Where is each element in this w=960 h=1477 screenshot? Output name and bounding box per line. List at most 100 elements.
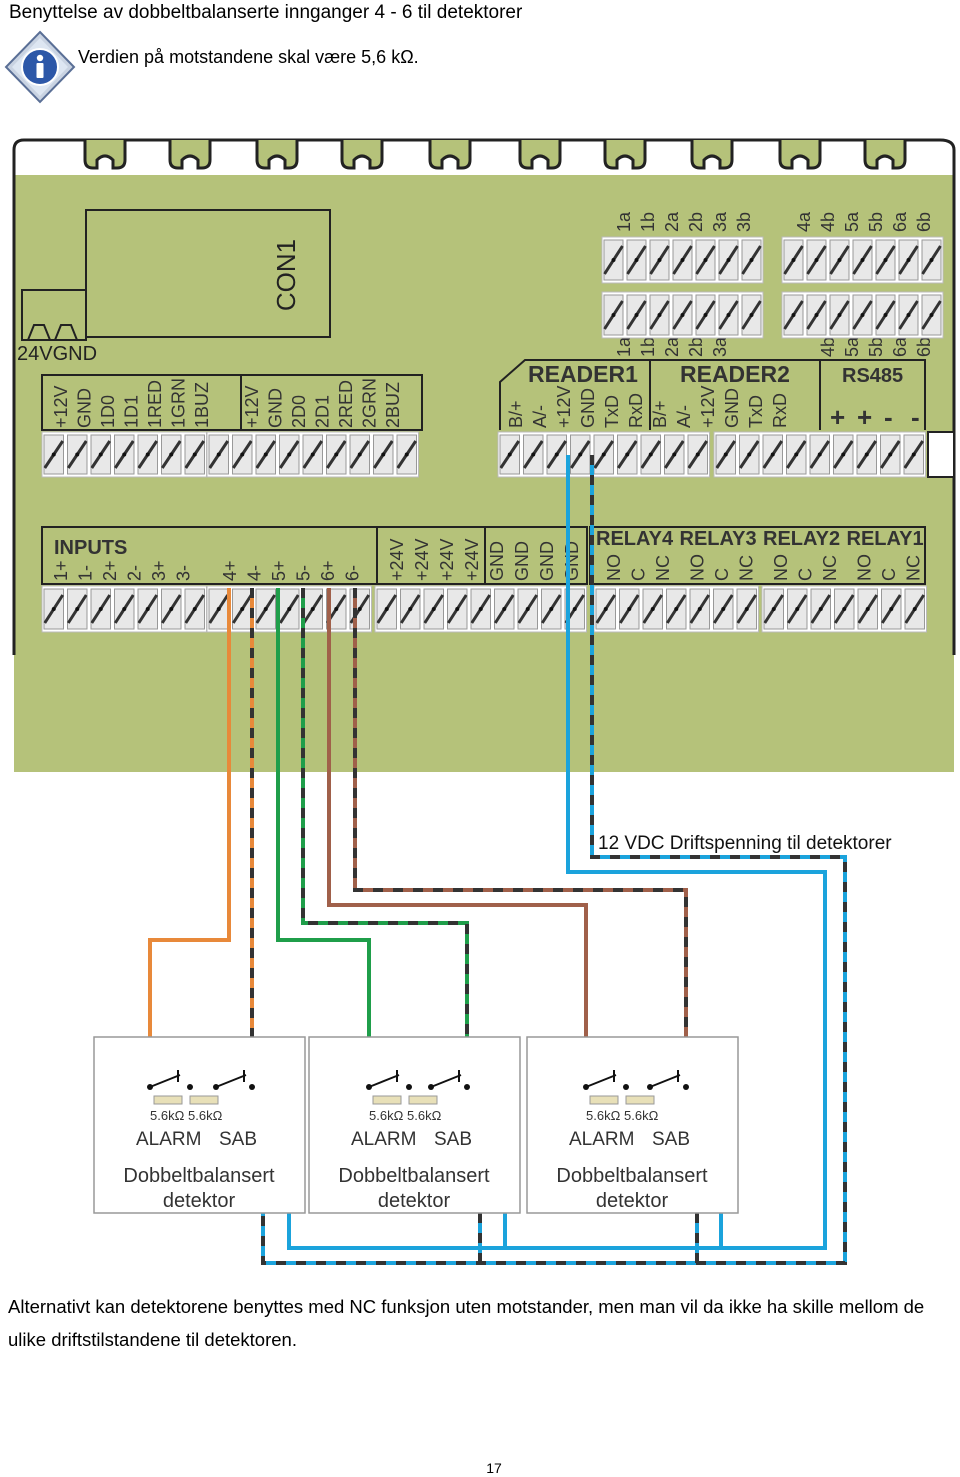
terminal-label: 1RED xyxy=(145,380,165,428)
io-block-2 xyxy=(781,236,944,284)
reader2-label: READER2 xyxy=(680,361,790,387)
relay-label: RELAY3 xyxy=(680,528,757,550)
resistor-1-label: 5.6kΩ xyxy=(369,1108,404,1123)
inputs-label: INPUTS xyxy=(54,537,127,559)
resistor-1-label: 5.6kΩ xyxy=(150,1108,185,1123)
page-title: Benyttelse av dobbeltbalanserte inngange… xyxy=(9,2,523,23)
connector-tab xyxy=(518,140,562,170)
terminal-label: +12V xyxy=(698,385,718,428)
supply-terminal-label: +24V xyxy=(387,538,407,581)
io-label: 2b xyxy=(686,337,706,357)
terminal-label: B/+ xyxy=(650,400,670,428)
relay-terminal-label: NO xyxy=(771,554,791,581)
terminal-label: 1D1 xyxy=(122,395,142,428)
detector-name-2: detektor xyxy=(163,1190,236,1212)
io-label: 3a xyxy=(710,336,730,357)
info-icon xyxy=(4,30,76,104)
page-number: 17 xyxy=(486,1460,502,1476)
terminal-label: - xyxy=(911,402,920,432)
con1-label: CON1 xyxy=(271,239,301,311)
reader-terminal-block-2 xyxy=(206,431,419,478)
relay-terminal-label: NC xyxy=(653,555,673,581)
terminal-label: 1GRN xyxy=(169,378,189,428)
rs485-label: RS485 xyxy=(842,365,903,387)
io-label: 6a xyxy=(890,211,910,232)
relay-terminal-label: C xyxy=(796,568,816,581)
terminal-label: 2RED xyxy=(336,380,356,428)
alarm-label: ALARM xyxy=(136,1129,201,1150)
input-5-plus-wire xyxy=(276,588,371,1087)
terminal-label: GND xyxy=(722,388,742,428)
relay-terminal-label: NC xyxy=(820,555,840,581)
terminal-label: 2BUZ xyxy=(383,382,403,428)
reader-terminal-block-1 xyxy=(41,431,207,478)
terminal-label: + xyxy=(830,402,845,432)
relay-terminal-label: C xyxy=(879,568,899,581)
sab-switch xyxy=(649,1070,681,1088)
io-label: 4b xyxy=(818,337,838,357)
terminal-label: B/+ xyxy=(506,400,526,428)
connector-tab xyxy=(340,140,384,170)
supply-terminal-label: GND xyxy=(487,541,507,581)
terminal-label: 2GRN xyxy=(360,378,380,428)
resistor-1-label: 5.6kΩ xyxy=(586,1108,621,1123)
terminal-label: GND xyxy=(578,388,598,428)
io-label: 5b xyxy=(866,337,886,357)
relay-terminal-label: NC xyxy=(737,555,757,581)
terminal-label: GND xyxy=(266,388,286,428)
supply-wire-gnd xyxy=(261,455,847,1265)
detector-name-2: detektor xyxy=(596,1190,669,1212)
resistor-1 xyxy=(153,1095,183,1105)
supply-terminal-label: +24V xyxy=(412,538,432,581)
io-label: 4a xyxy=(794,211,814,232)
input-block-2 xyxy=(206,585,372,633)
connector-tab xyxy=(428,140,472,170)
alarm-switch xyxy=(368,1070,400,1088)
reader2-terminal-block xyxy=(713,431,926,478)
resistor-2-label: 5.6kΩ xyxy=(188,1108,223,1123)
io-block-1 xyxy=(601,236,764,284)
supply-terminal-label: +24V xyxy=(437,538,457,581)
input-terminal-label: 5- xyxy=(294,565,314,581)
terminal-label: - xyxy=(884,402,893,432)
io-block-3 xyxy=(601,291,764,339)
detector-name: Dobbeltbalansert xyxy=(338,1165,490,1187)
info-text: Verdien på motstandene skal være 5,6 kΩ. xyxy=(78,47,419,67)
resistor-2-label: 5.6kΩ xyxy=(624,1108,659,1123)
supply-terminal-label: GND xyxy=(562,541,582,581)
relay-terminal-label: NO xyxy=(604,554,624,581)
detector-name-2: detektor xyxy=(378,1190,451,1212)
relay-label: RELAY1 xyxy=(847,528,924,550)
input-5-minus-wire-stripe xyxy=(301,588,469,1087)
terminal-label: +12V xyxy=(554,385,574,428)
terminal-label: TxD xyxy=(746,395,766,428)
connector-tab xyxy=(255,140,299,170)
resistor-2 xyxy=(625,1095,655,1105)
terminal-label: RxD xyxy=(626,393,646,428)
terminal-label: GND xyxy=(75,388,95,428)
terminal-label: A/- xyxy=(530,405,550,428)
io-block-4 xyxy=(781,291,944,339)
alarm-switch xyxy=(149,1070,181,1088)
io-label: 5b xyxy=(866,212,886,232)
alarm-label: ALARM xyxy=(569,1129,634,1150)
terminal-label: +12V xyxy=(51,385,71,428)
io-label: 5a xyxy=(842,211,862,232)
terminal-label: 2D1 xyxy=(313,395,333,428)
terminal-label: TxD xyxy=(602,395,622,428)
terminal-label: + xyxy=(857,402,872,432)
io-label: 5a xyxy=(842,336,862,357)
resistor-1 xyxy=(372,1095,402,1105)
terminal-label: 1D0 xyxy=(98,395,118,428)
io-label: 6b xyxy=(914,337,934,357)
supply-terminal-label: GND xyxy=(537,541,557,581)
sab-switch xyxy=(215,1070,247,1088)
sab-switch xyxy=(430,1070,462,1088)
io-label: 6b xyxy=(914,212,934,232)
detector-name: Dobbeltbalansert xyxy=(123,1165,275,1187)
input-terminal-label: 3+ xyxy=(149,560,169,581)
terminal-label: A/- xyxy=(674,405,694,428)
io-label: 3a xyxy=(710,211,730,232)
